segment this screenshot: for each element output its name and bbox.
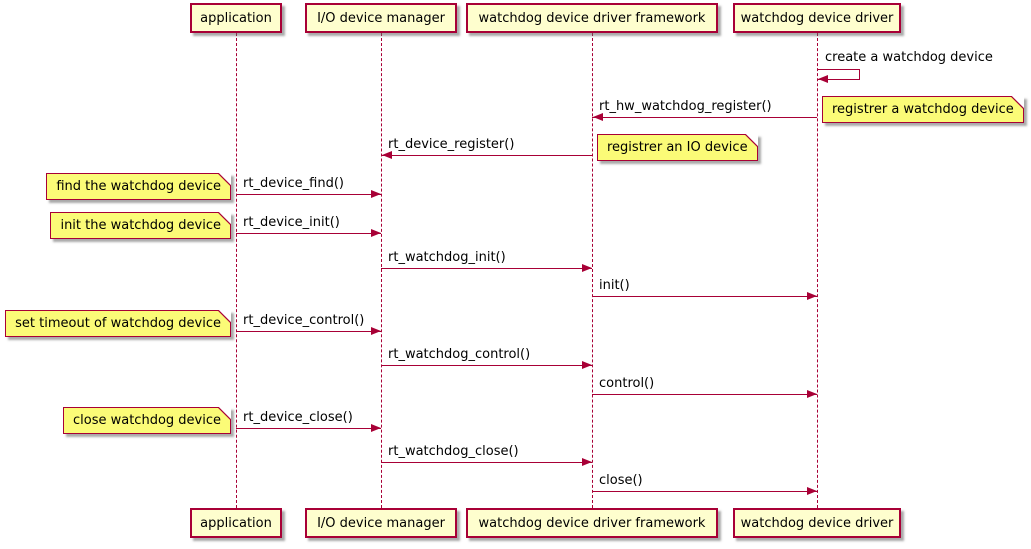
- message-line: [592, 491, 817, 492]
- message-arrowhead-icon: [807, 390, 817, 398]
- note-fold-icon: [218, 407, 231, 420]
- note-fold-icon: [1010, 96, 1024, 109]
- note: init the watchdog device: [50, 212, 231, 239]
- message-line: [236, 331, 381, 332]
- message-line: [236, 194, 381, 195]
- participant-top-drv: watchdog device driver: [733, 3, 901, 33]
- note: find the watchdog device: [46, 173, 231, 200]
- participant-bottom-iom: I/O device manager: [305, 508, 457, 538]
- participant-bottom-drv: watchdog device driver: [733, 508, 901, 538]
- message-label: close(): [599, 473, 643, 488]
- message-arrowhead-icon: [818, 75, 828, 83]
- message-line: [236, 233, 381, 234]
- self-message-loop: [817, 69, 860, 80]
- message-arrowhead-icon: [371, 424, 381, 432]
- message-label: rt_hw_watchdog_register(): [599, 99, 772, 114]
- message-arrowhead-icon: [371, 229, 381, 237]
- message-label: rt_device_register(): [388, 137, 515, 152]
- message-label: rt_device_control(): [243, 313, 365, 328]
- note-fold-icon: [744, 134, 758, 147]
- message-label: rt_device_init(): [243, 215, 340, 230]
- message-arrowhead-icon: [807, 292, 817, 300]
- message-arrowhead-icon: [807, 487, 817, 495]
- message-label: rt_watchdog_init(): [388, 250, 506, 265]
- message-label: rt_watchdog_control(): [388, 347, 531, 362]
- message-line: [381, 155, 592, 156]
- note-fold-icon: [218, 173, 231, 186]
- participant-bottom-app: application: [190, 508, 282, 538]
- participant-top-fw: watchdog device driver framework: [466, 3, 718, 33]
- participant-top-app: application: [190, 3, 282, 33]
- message-label: rt_device_close(): [243, 410, 353, 425]
- note: registrer a watchdog device: [822, 96, 1024, 123]
- message-arrowhead-icon: [582, 458, 592, 466]
- message-line: [592, 117, 817, 118]
- message-arrowhead-icon: [593, 113, 603, 121]
- message-line: [592, 296, 817, 297]
- lifeline-app: [236, 33, 237, 508]
- message-line: [592, 394, 817, 395]
- message-label: rt_device_find(): [243, 176, 344, 191]
- note-fold-icon: [218, 310, 231, 323]
- note: close watchdog device: [63, 407, 231, 434]
- lifeline-drv: [817, 33, 818, 508]
- message-arrowhead-icon: [582, 264, 592, 272]
- message-label: control(): [599, 376, 655, 391]
- participant-bottom-fw: watchdog device driver framework: [466, 508, 718, 538]
- participant-top-iom: I/O device manager: [305, 3, 457, 33]
- lifeline-fw: [592, 33, 593, 508]
- message-label: create a watchdog device: [825, 50, 993, 65]
- note: registrer an IO device: [597, 134, 758, 161]
- note-fold-icon: [218, 212, 231, 225]
- note: set timeout of watchdog device: [5, 310, 231, 337]
- message-arrowhead-icon: [371, 190, 381, 198]
- message-label: init(): [599, 278, 630, 293]
- message-line: [236, 428, 381, 429]
- message-arrowhead-icon: [382, 151, 392, 159]
- lifeline-iom: [381, 33, 382, 508]
- message-line: [381, 365, 592, 366]
- message-line: [381, 462, 592, 463]
- message-arrowhead-icon: [582, 361, 592, 369]
- message-label: rt_watchdog_close(): [388, 444, 519, 459]
- message-arrowhead-icon: [371, 327, 381, 335]
- message-line: [381, 268, 592, 269]
